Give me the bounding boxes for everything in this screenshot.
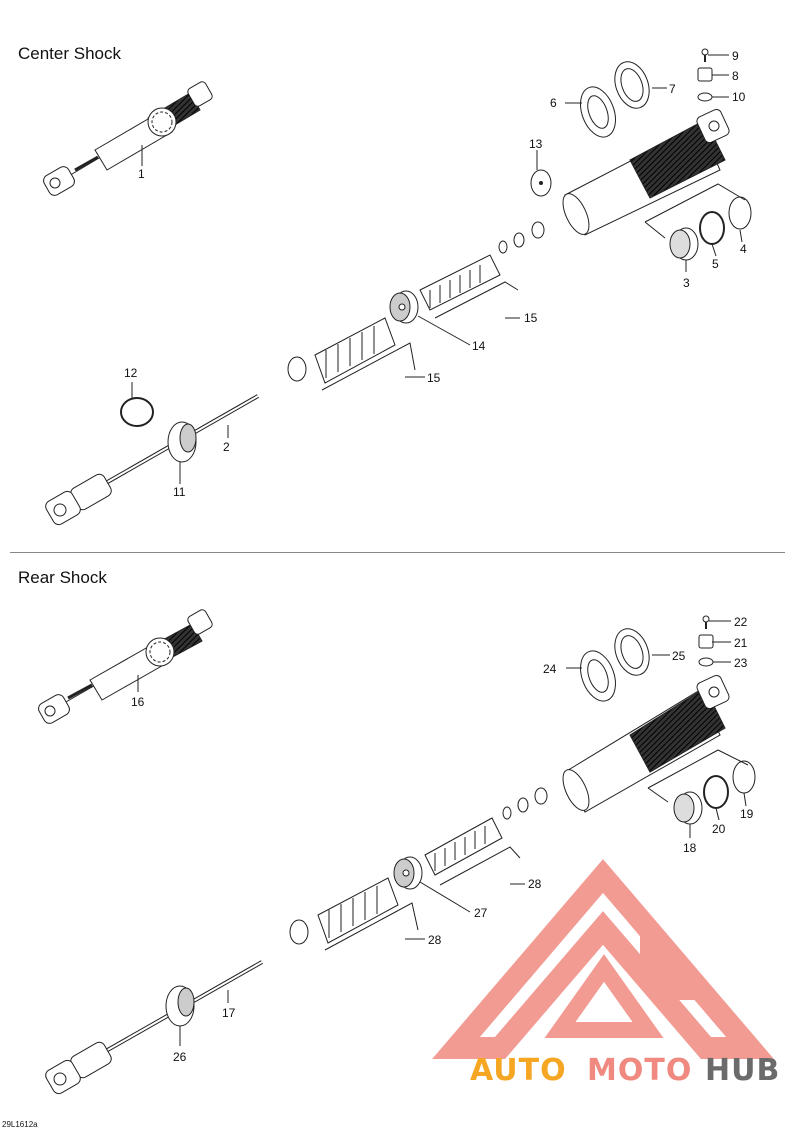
lock-ring-6	[580, 86, 616, 138]
assembled-center-shock	[43, 81, 213, 196]
center-shim-stack-large	[314, 317, 396, 384]
section-title-rear-shock: Rear Shock	[18, 568, 107, 587]
center-leader-lines	[131, 54, 743, 484]
callout-12: 12	[124, 366, 138, 380]
section-title-center-shock: Center Shock	[18, 44, 121, 63]
callout-24: 24	[543, 662, 557, 676]
callout-13: 13	[529, 137, 543, 151]
center-washer-large	[287, 356, 307, 382]
callout-4: 4	[740, 242, 747, 256]
section-divider	[10, 552, 785, 553]
watermark-text-auto: AUTO	[470, 1053, 567, 1088]
rear-washer-large	[289, 919, 309, 945]
piston-3	[669, 227, 699, 261]
callout-14: 14	[472, 339, 486, 353]
washer-13	[530, 169, 552, 197]
rear-small-washers	[502, 787, 548, 820]
callout-1: 1	[138, 167, 145, 181]
piston-27	[393, 856, 423, 890]
callout-26: 26	[173, 1050, 187, 1064]
valve-21	[698, 634, 714, 649]
callout-15-lower: 15	[427, 371, 441, 385]
rear-shock-body	[562, 674, 730, 813]
clip-12	[120, 397, 154, 427]
lock-ring-25	[614, 628, 650, 676]
callout-22: 22	[734, 615, 748, 629]
callout-3: 3	[683, 276, 690, 290]
callout-25: 25	[672, 649, 686, 663]
watermark-text-moto: MOTO	[587, 1053, 692, 1088]
lock-ring-7	[614, 61, 650, 109]
screw-22	[702, 615, 710, 629]
o-ring-23	[698, 657, 714, 667]
o-ring-10	[697, 92, 713, 102]
callout-6: 6	[550, 96, 557, 110]
callout-18: 18	[683, 841, 697, 855]
seal-4	[728, 196, 752, 230]
rear-shaft-assembly	[45, 960, 263, 1095]
rear-shim-stack-large	[317, 877, 399, 944]
piston-14	[389, 290, 419, 324]
callout-20: 20	[712, 822, 726, 836]
callout-2: 2	[223, 440, 230, 454]
callout-28-upper: 28	[528, 877, 542, 891]
callout-10: 10	[732, 90, 746, 104]
center-shaft-assembly	[45, 394, 259, 526]
callout-28-lower: 28	[428, 933, 442, 947]
ring-20	[703, 775, 729, 809]
center-shim-stack-small	[419, 254, 501, 311]
rear-shim-stack-small	[424, 817, 503, 876]
callout-7: 7	[669, 82, 676, 96]
callout-5: 5	[712, 257, 719, 271]
ring-5	[699, 211, 725, 245]
callout-8: 8	[732, 69, 739, 83]
callout-17: 17	[222, 1006, 236, 1020]
seal-19	[732, 760, 756, 794]
lock-ring-24	[580, 650, 616, 702]
watermark-text-hub: HUB	[705, 1053, 780, 1088]
callout-15-upper: 15	[524, 311, 538, 325]
callout-27: 27	[474, 906, 488, 920]
valve-8	[697, 67, 713, 82]
screw-9	[701, 48, 709, 62]
automotohub-logo-watermark	[432, 859, 774, 1059]
center-shock-body	[562, 108, 730, 236]
callout-9: 9	[732, 49, 739, 63]
assembled-rear-shock	[38, 609, 213, 724]
callout-21: 21	[734, 636, 748, 650]
rear-leader-lines	[137, 620, 747, 1046]
piston-18	[673, 791, 703, 825]
callout-23: 23	[734, 656, 748, 670]
callout-19: 19	[740, 807, 754, 821]
center-small-washers	[498, 221, 545, 254]
callout-11: 11	[173, 485, 186, 499]
document-code: 29L1612a	[2, 1120, 38, 1129]
callout-16: 16	[131, 695, 145, 709]
